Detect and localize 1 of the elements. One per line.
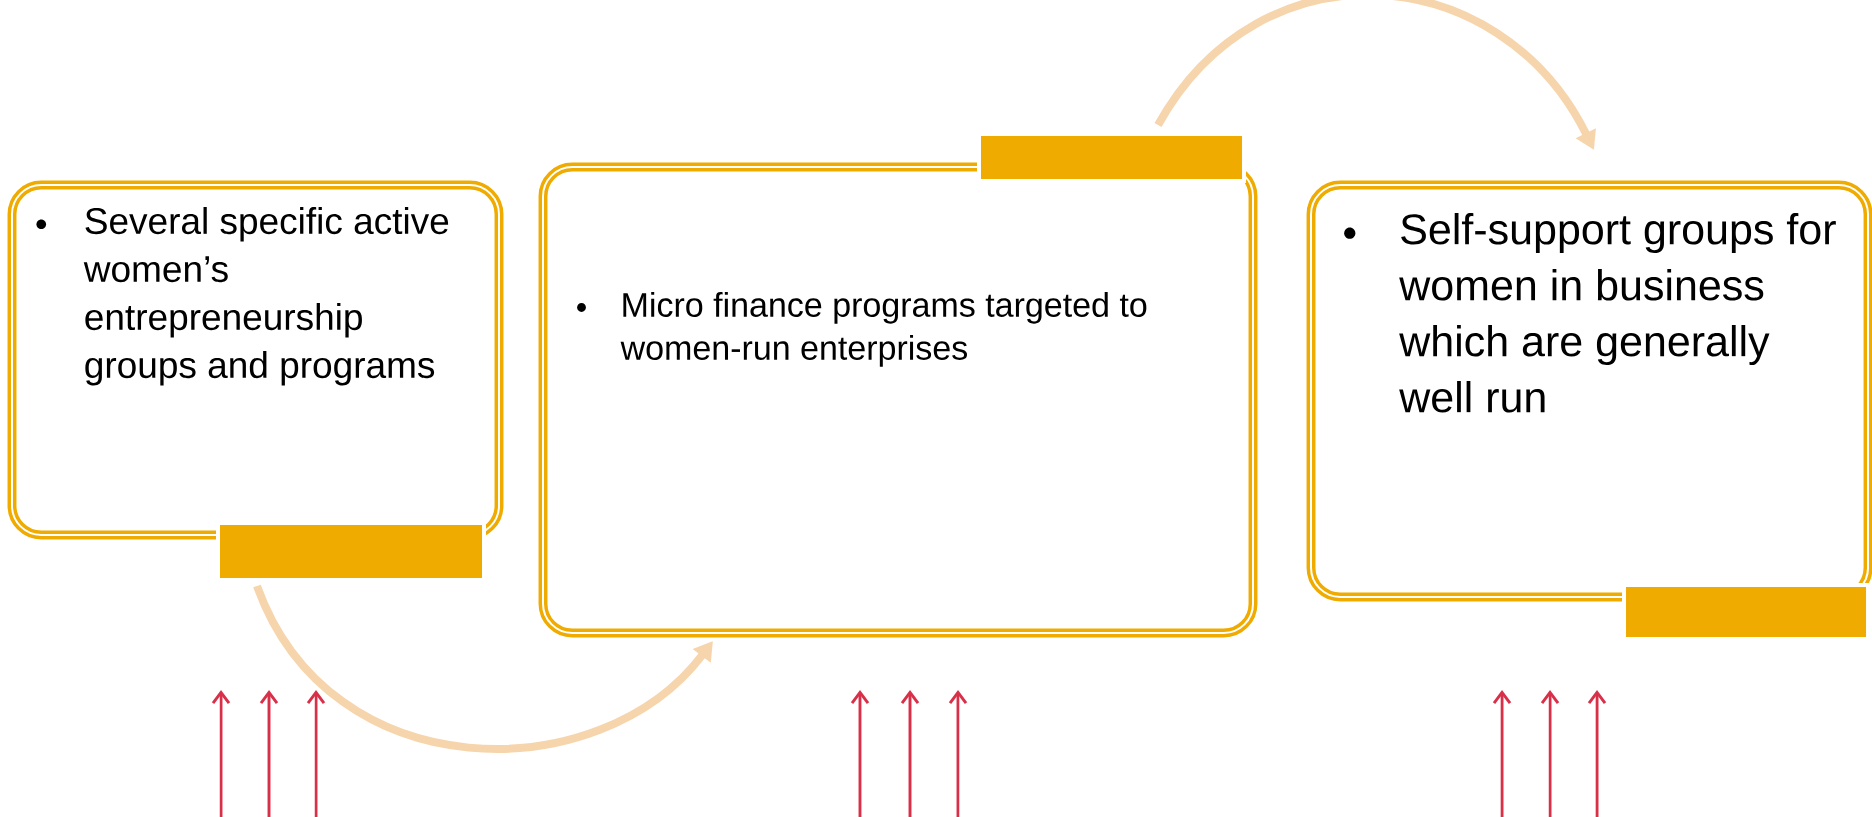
curved-arrow xyxy=(253,584,713,753)
